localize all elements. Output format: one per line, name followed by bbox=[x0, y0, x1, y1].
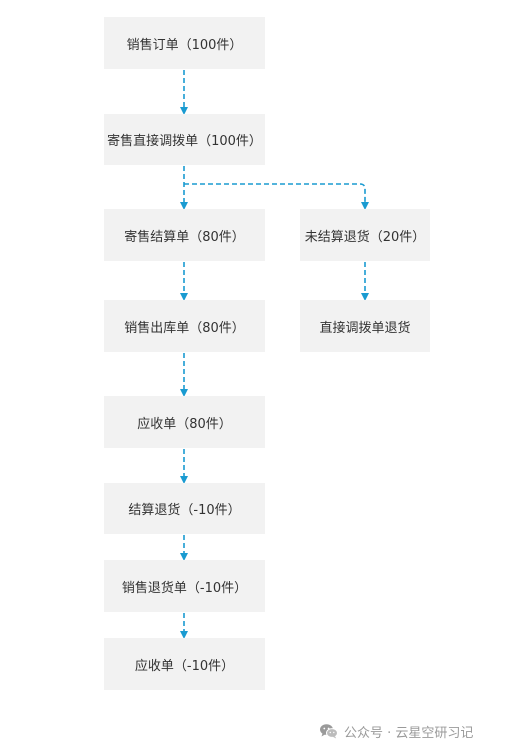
node-sales-order: 销售订单（100件） bbox=[104, 17, 265, 69]
node-sales-return: 销售退货单（-10件） bbox=[104, 560, 265, 612]
node-receivable-negative: 应收单（-10件） bbox=[104, 638, 265, 690]
node-consignment-settlement: 寄售结算单（80件） bbox=[104, 209, 265, 261]
node-receivable: 应收单（80件） bbox=[104, 396, 265, 448]
node-unsettled-return: 未结算退货（20件） bbox=[300, 209, 430, 261]
node-transfer-return: 直接调拨单退货 bbox=[300, 300, 430, 352]
watermark-text: 公众号 · 云星空研习记 bbox=[344, 725, 474, 741]
node-sales-outbound: 销售出库单（80件） bbox=[104, 300, 265, 352]
watermark: 公众号 · 云星空研习记 bbox=[319, 720, 473, 742]
wechat-icon bbox=[320, 724, 338, 739]
arrow-transfer-to-unsettled-return bbox=[184, 183, 369, 210]
node-settlement-return: 结算退货（-10件） bbox=[104, 483, 265, 534]
node-consignment-transfer: 寄售直接调拨单（100件） bbox=[104, 114, 265, 165]
